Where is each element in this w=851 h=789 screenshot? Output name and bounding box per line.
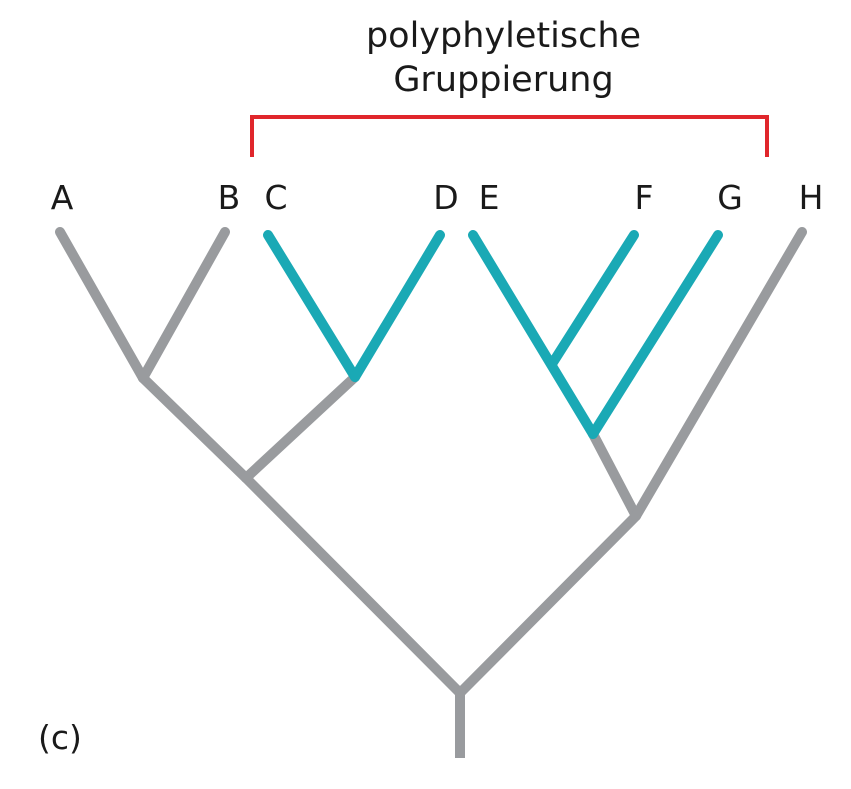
branch-ab-node	[138, 373, 251, 483]
branch-root-left	[241, 473, 465, 698]
branch-a	[55, 227, 148, 383]
branch-c	[263, 230, 360, 382]
branch-h	[631, 227, 807, 521]
taxon-label-g: G	[717, 178, 743, 217]
panel-label: (c)	[38, 718, 82, 757]
branch-f	[547, 230, 639, 369]
taxon-label-h: H	[798, 178, 824, 217]
taxon-label-a: A	[50, 178, 74, 217]
branch-d	[350, 230, 445, 382]
taxon-label-b: B	[217, 178, 241, 217]
branch-b	[138, 227, 230, 383]
polyphyletic-bracket	[250, 115, 769, 157]
gray-branches	[55, 227, 807, 758]
branch-root-right	[455, 511, 641, 698]
branch-g	[588, 230, 723, 439]
taxon-label-c: C	[264, 178, 288, 217]
taxon-label-e: E	[478, 178, 500, 217]
branch-efg-stem	[588, 429, 641, 521]
branch-cd-stem	[241, 372, 360, 483]
highlighted-branches	[263, 230, 723, 439]
group-caption-line-2: Gruppierung	[393, 60, 614, 100]
taxon-label-f: F	[634, 178, 654, 217]
taxon-label-d: D	[433, 178, 459, 217]
branch-e	[468, 230, 598, 439]
group-caption-line-1: polyphyletische	[365, 16, 642, 56]
